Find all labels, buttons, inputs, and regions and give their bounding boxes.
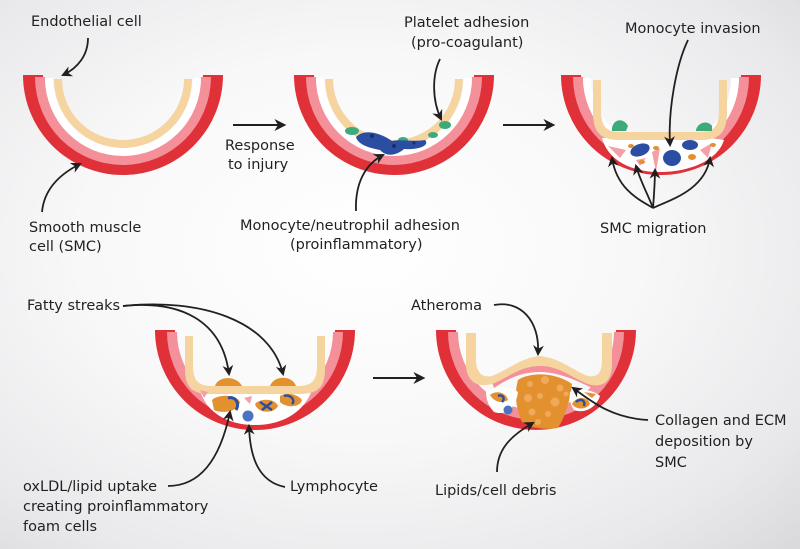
fatty-streak-deposits: [215, 377, 296, 386]
arrow-platelet: [432, 58, 443, 121]
vessel-atheroma: [436, 330, 636, 430]
label-response: Response: [225, 138, 295, 154]
label-fatty-streaks: Fatty streaks: [27, 298, 120, 314]
vessel-fatty-streaks: [155, 330, 355, 430]
arrow-lymphocyte: [243, 423, 286, 488]
intima-gap: [45, 78, 201, 156]
label-proinflammatory: (proinflammatory): [290, 237, 423, 253]
adventitia-layer: [294, 75, 494, 175]
label-endothelial-cell: Endothelial cell: [31, 14, 142, 30]
vessel-normal: [23, 75, 223, 175]
lipid-droplets: [524, 376, 569, 425]
label-monocyte-invasion: Monocyte invasion: [625, 21, 761, 37]
adventitia-layer: [23, 75, 223, 175]
endothelium-layer: [466, 333, 612, 386]
arrow-atheroma: [493, 303, 544, 357]
arrow-smc: [41, 163, 82, 213]
label-lipids-debris: Lipids/cell debris: [435, 483, 556, 499]
arrows-smc-migration: [608, 155, 714, 209]
label-oxldl-line3: foam cells: [23, 519, 97, 535]
label-to-injury: to injury: [228, 157, 289, 173]
endothelium-layer: [325, 79, 463, 148]
media-layer: [35, 77, 211, 165]
arrow-collagen: [571, 386, 649, 421]
small-cells: [628, 143, 716, 164]
arrow-endothelial: [61, 37, 89, 77]
label-oxldl-line1: oxLDL/lipid uptake: [23, 479, 157, 495]
arrow-monocyte-adhesion: [355, 153, 385, 212]
platelets: [612, 120, 712, 131]
lymphocyte: [242, 410, 254, 422]
endothelium-layer: [185, 336, 325, 394]
adhered-monocytes: [356, 132, 427, 155]
label-smc-line1: Smooth muscle: [29, 220, 141, 236]
adventitia-layer: [155, 330, 355, 430]
foam-cells: [200, 390, 302, 412]
arrow-lipids: [496, 421, 535, 473]
label-pro-coagulant: (pro-coagulant): [411, 35, 523, 51]
vessel-invasion: [561, 75, 761, 175]
label-platelet-adhesion: Platelet adhesion: [404, 15, 529, 31]
label-oxldl-line2: creating proinflammatory: [23, 499, 209, 515]
label-atheroma: Atheroma: [411, 298, 482, 314]
arrows-fatty-streaks: [122, 303, 287, 377]
cell-pockets: [486, 387, 600, 415]
label-monocyte-adhesion: Monocyte/neutrophil adhesion: [240, 218, 460, 234]
media-layer: [306, 77, 482, 165]
arrow-oxldl: [167, 409, 234, 487]
vessel-adhesion: [294, 75, 494, 175]
smc-cells: [608, 143, 712, 172]
platelets: [345, 121, 451, 143]
monocytes: [630, 140, 698, 166]
label-smc-line2: cell (SMC): [29, 239, 102, 255]
label-collagen-line2: deposition by: [655, 434, 753, 450]
arrow-monocyte-invasion: [664, 39, 689, 148]
endothelium-layer: [593, 80, 727, 140]
endothelium-layer: [54, 79, 192, 148]
label-lymphocyte: Lymphocyte: [290, 479, 378, 495]
label-collagen-line1: Collagen and ECM: [655, 413, 787, 429]
label-collagen-line3: SMC: [655, 455, 687, 471]
label-smc-migration: SMC migration: [600, 221, 706, 237]
